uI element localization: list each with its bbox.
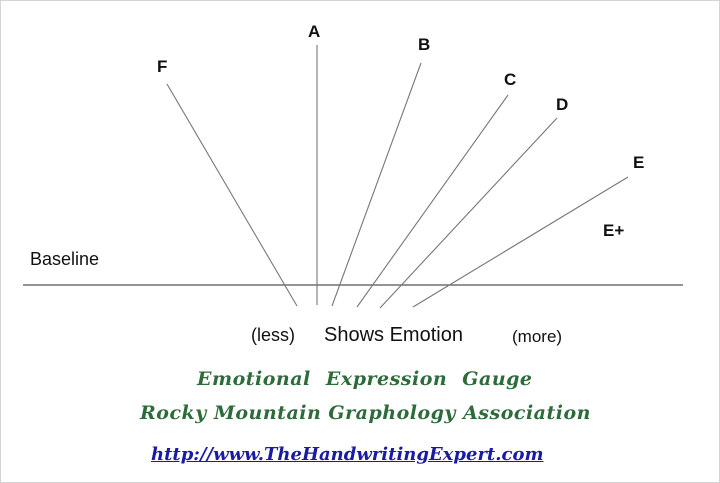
point-label-e: E xyxy=(633,153,645,172)
scale-more-label: (more) xyxy=(512,327,563,346)
point-label-c: C xyxy=(504,70,517,89)
point-label-d: D xyxy=(556,95,569,114)
scale-center-label: Shows Emotion xyxy=(324,324,463,346)
association-name: Rocky Mountain Graphology Association xyxy=(140,402,591,424)
point-label-f: F xyxy=(157,57,168,76)
point-label-e-plus: E+ xyxy=(603,221,625,240)
gauge-title: Emotional Expression Gauge xyxy=(197,368,533,390)
point-label-b: B xyxy=(418,35,431,54)
stroke-line-d xyxy=(379,117,558,309)
stroke-line-c xyxy=(356,94,509,308)
stroke-line-e xyxy=(412,176,629,308)
scale-less-label: (less) xyxy=(251,325,295,345)
stroke-line-b xyxy=(331,62,422,307)
point-label-a: A xyxy=(308,22,321,41)
stroke-line-f xyxy=(166,83,298,307)
baseline-label: Baseline xyxy=(30,249,100,269)
website-link[interactable]: http://www.TheHandwritingExpert.com xyxy=(151,444,544,465)
